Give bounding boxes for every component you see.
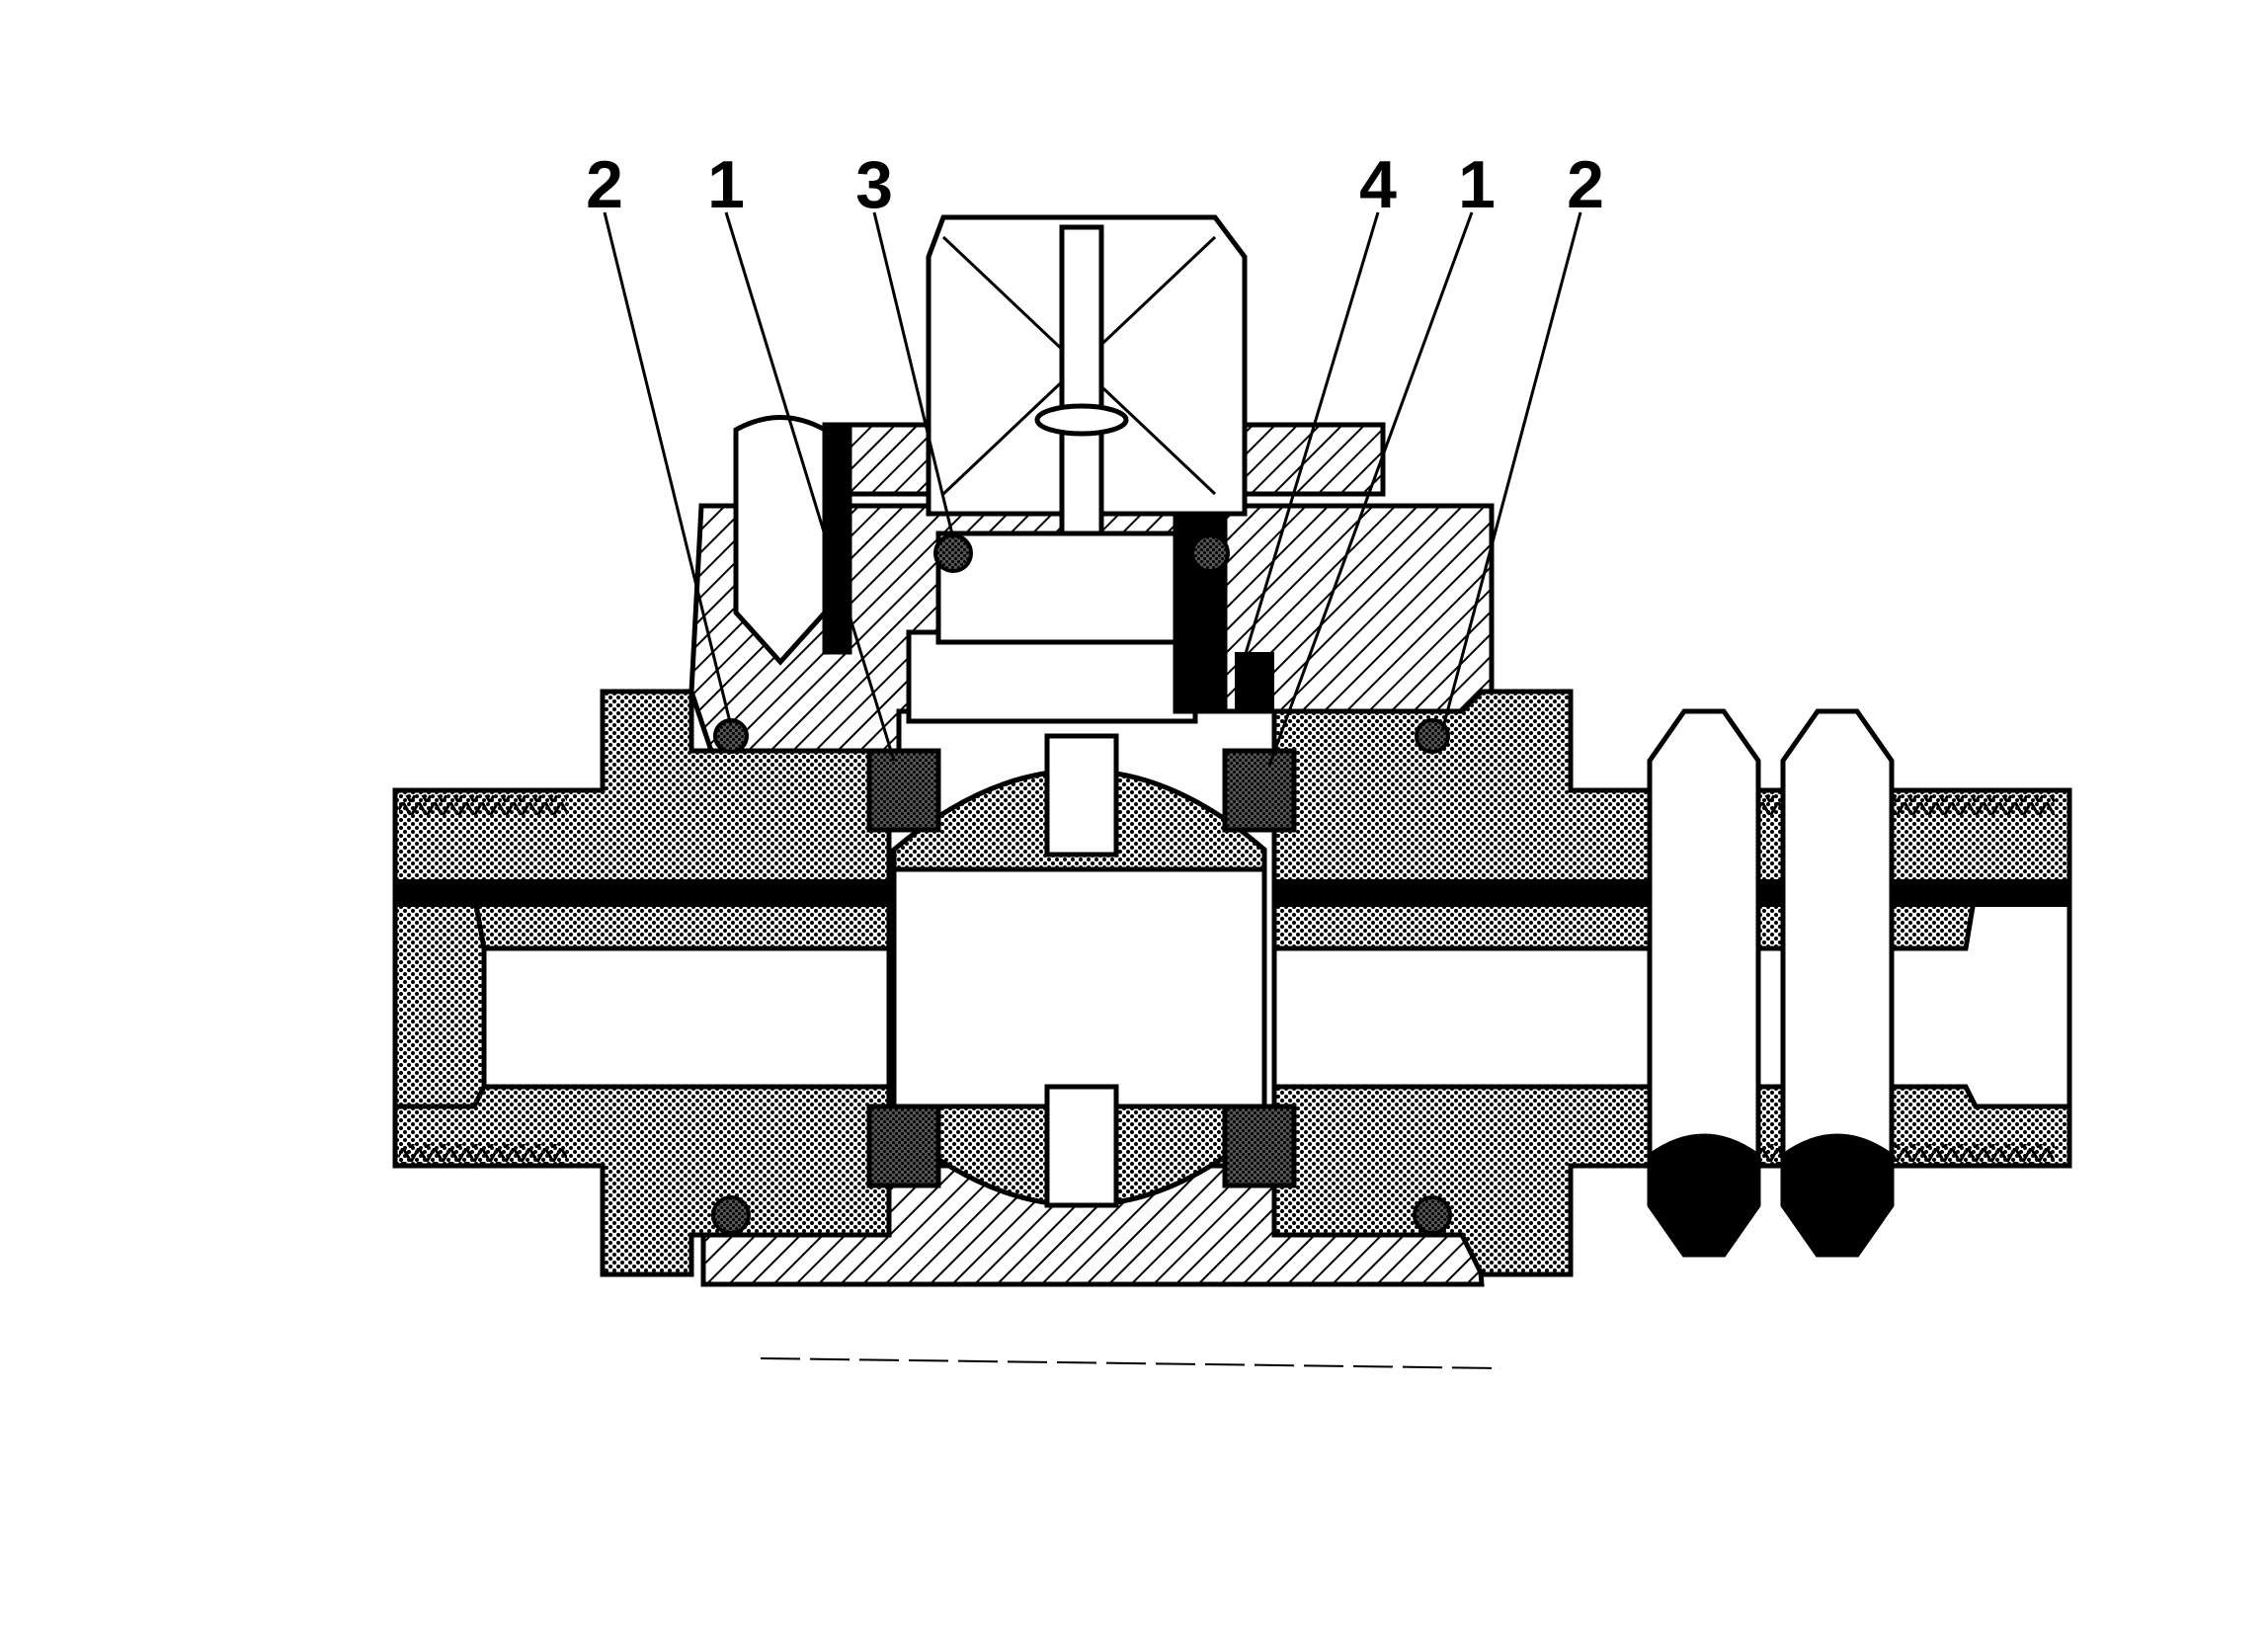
stem-assembly xyxy=(906,214,1248,724)
lock-nuts xyxy=(1647,708,1895,1258)
callout-right-outer-2: 2 xyxy=(1567,147,1604,222)
callout-right-inner-1: 1 xyxy=(1458,147,1496,222)
callout-left-inner-1: 1 xyxy=(707,147,745,222)
leader-lines xyxy=(603,211,1582,767)
valve-ball xyxy=(891,733,1267,1208)
o-rings xyxy=(711,533,1452,1235)
callout-stem-seal-3: 3 xyxy=(855,147,893,222)
callout-body-seal-4: 4 xyxy=(1359,147,1397,222)
callout-left-outer-2: 2 xyxy=(586,147,623,222)
scan-artifact-line xyxy=(760,1357,1502,1369)
locking-pin xyxy=(733,415,852,666)
seat-rings xyxy=(866,748,1297,1188)
